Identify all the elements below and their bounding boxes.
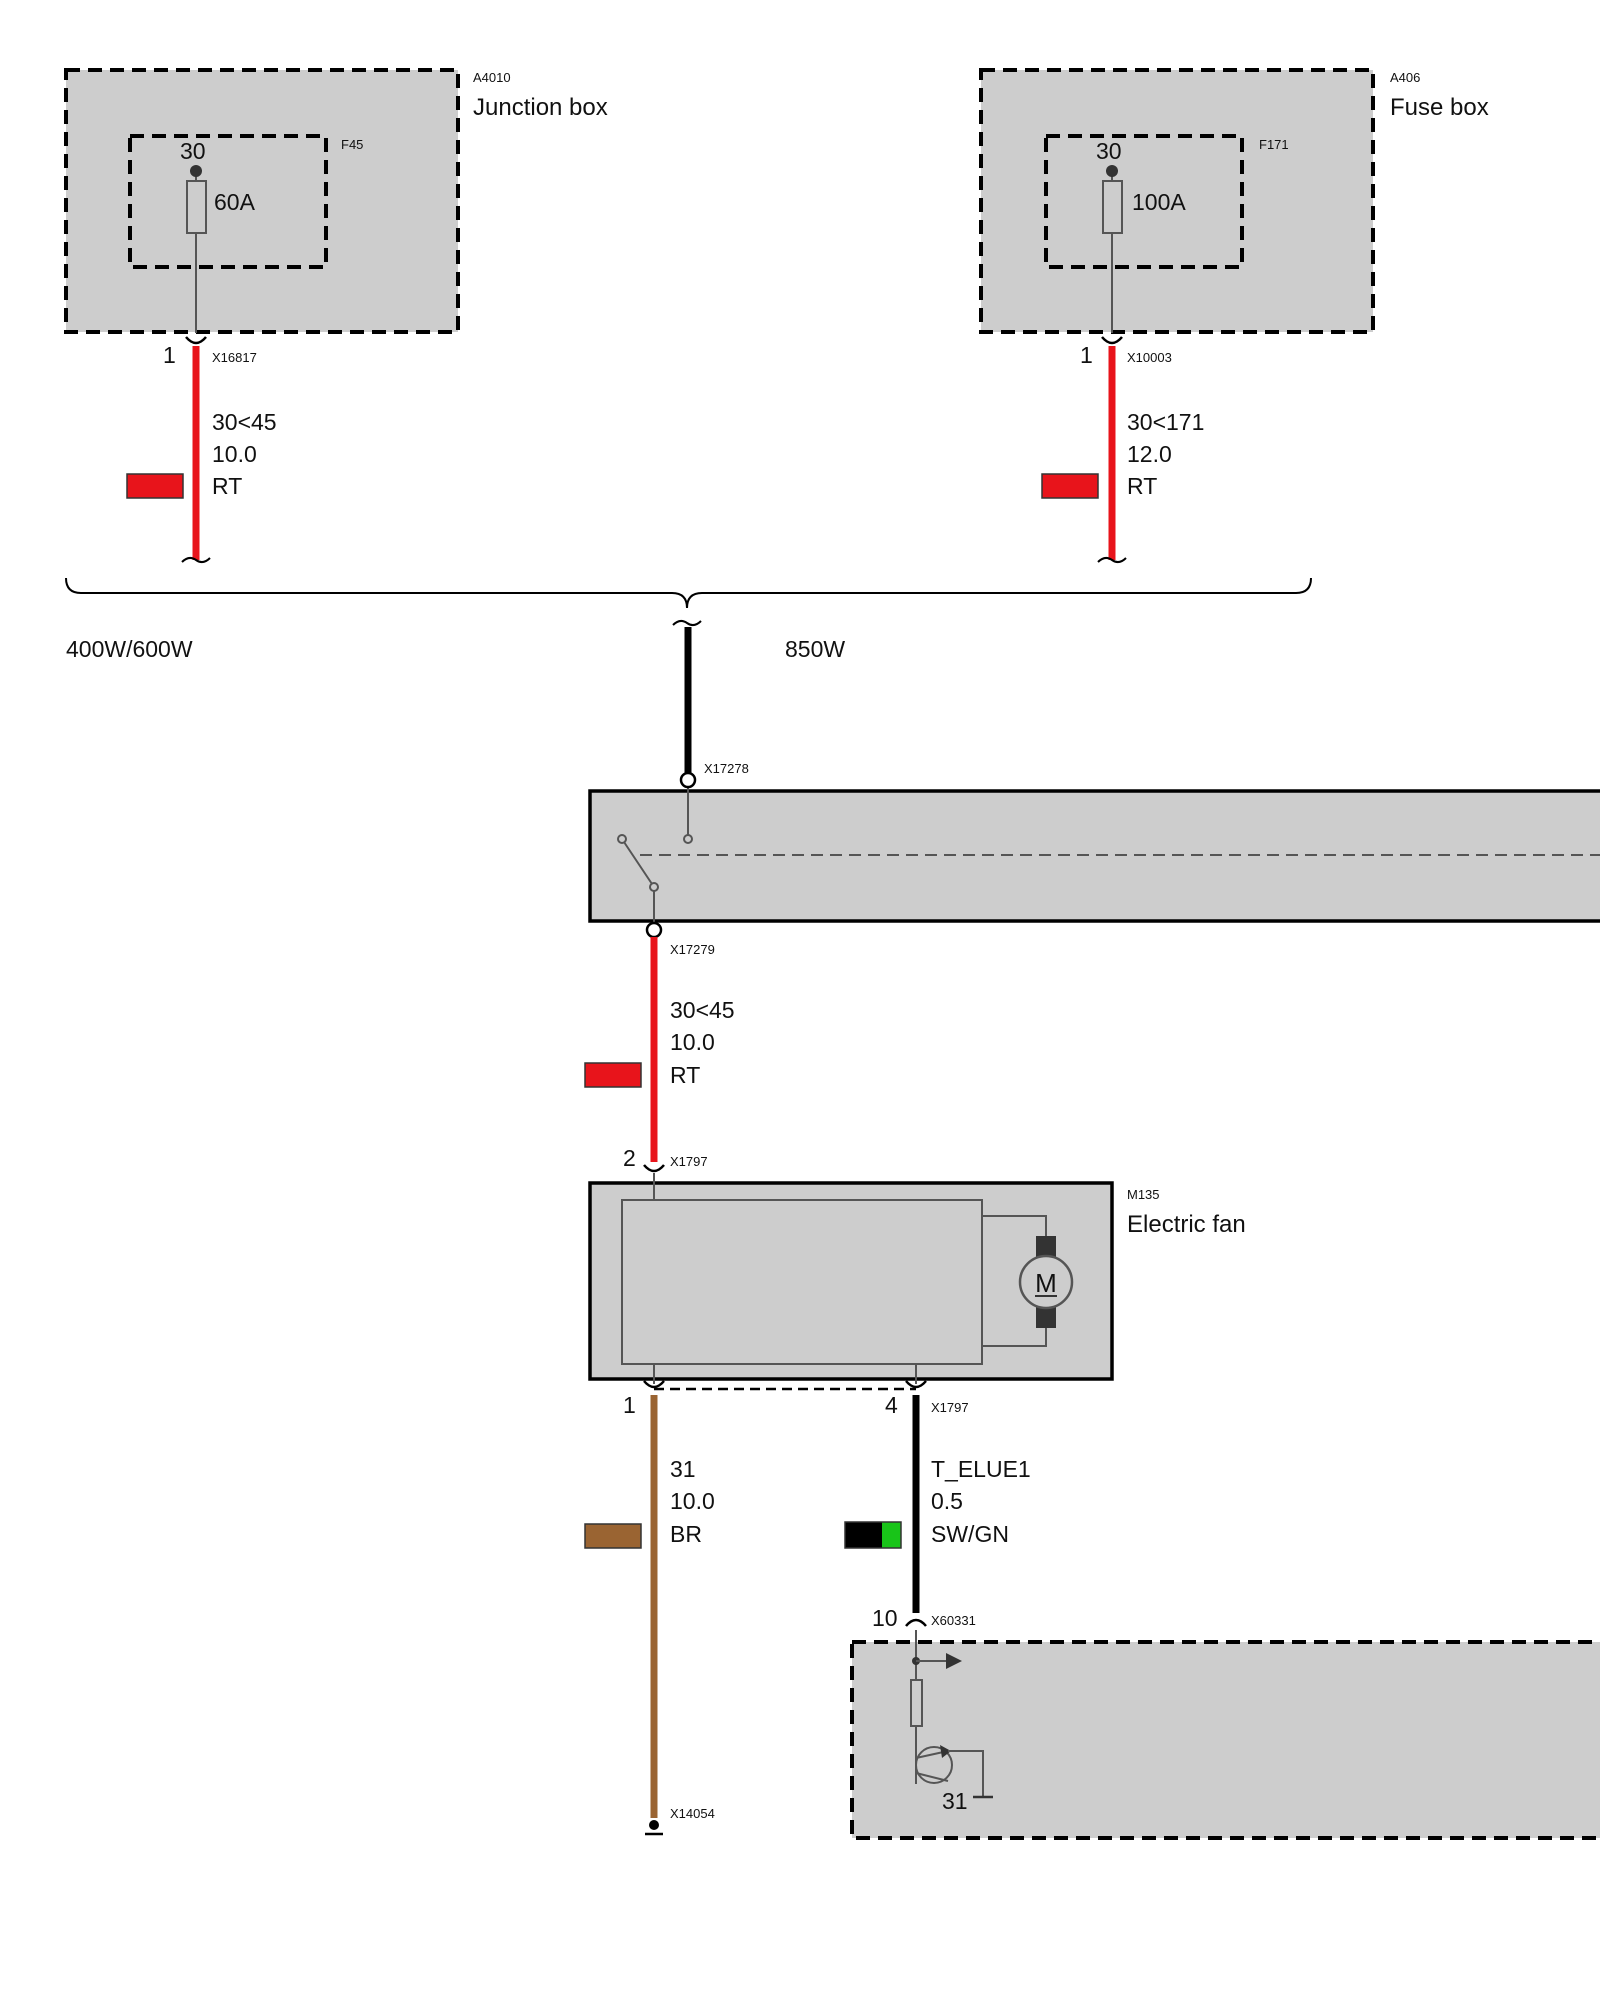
resistor-icon: [910, 1679, 923, 1727]
connector-x17278-icon: [679, 771, 697, 789]
electric-fan[interactable]: M: [588, 1173, 1114, 1384]
output-arrow-icon: [946, 1653, 962, 1669]
fuse-f171-icon: [1102, 180, 1123, 234]
wire-d-gauge: 10.0: [670, 1488, 715, 1514]
junction-box-terminal-dot: [190, 165, 202, 177]
wire-c-color-swatch: [584, 1062, 642, 1088]
relay-switch-pivot: [617, 834, 627, 844]
motor-brush-top-icon: [1036, 1236, 1056, 1258]
connector-x1797-pin1-icon: [643, 1380, 665, 1389]
fuse-f45-icon: [186, 180, 207, 234]
connector-x1797-pin4-icon: [905, 1380, 927, 1389]
transistor-arrow-icon: [940, 1745, 951, 1758]
variant-right-label: 850W: [785, 636, 845, 662]
connector-x1797-top-label: X1797: [670, 1154, 708, 1169]
connector-x14054-label: X14054: [670, 1806, 715, 1821]
wire-c-gauge: 10.0: [670, 1029, 715, 1055]
junction-box-terminal: 30: [180, 138, 206, 164]
junction-box[interactable]: [64, 68, 460, 334]
wire-e-color-swatch: [844, 1521, 902, 1549]
wire-b-color-swatch: [1041, 473, 1099, 499]
fuse-box-id: A406: [1390, 70, 1420, 85]
fuse-f171-id: F171: [1259, 137, 1289, 152]
control-unit[interactable]: [850, 1630, 1600, 1840]
control-unit-ground-label: 31: [942, 1788, 968, 1814]
fan-control-block: [621, 1199, 983, 1365]
motor-symbol: M: [1035, 1268, 1057, 1298]
fan-id: M135: [1127, 1187, 1160, 1202]
junction-box-pin: 1: [163, 342, 176, 368]
wire-b-gauge: 12.0: [1127, 441, 1172, 467]
wire-e-signal: T_ELUE1: [931, 1456, 1031, 1482]
relay-module[interactable]: [588, 787, 1600, 925]
connector-x1797-top-icon: [643, 1164, 665, 1173]
fuse-box-terminal: 30: [1096, 138, 1122, 164]
junction-box-name: Junction box: [473, 94, 608, 121]
connector-x10003-icon: [1101, 336, 1123, 345]
fan-name: Electric fan: [1127, 1211, 1246, 1238]
variant-wire-break-icon: [672, 619, 702, 627]
fuse-box-pin: 1: [1080, 342, 1093, 368]
connector-x17278-label: X17278: [704, 761, 749, 776]
wire-b-break-icon: [1097, 556, 1127, 564]
wire-a-break-icon: [181, 556, 211, 564]
wire-c-color-code: RT: [670, 1062, 700, 1088]
relay-contact-top: [683, 834, 693, 844]
connector-x17279-label: X17279: [670, 942, 715, 957]
wire-a-gauge: 10.0: [212, 441, 257, 467]
connector-x60331-icon: [905, 1618, 927, 1627]
ground-point-icon: [649, 1820, 659, 1830]
fuse-box[interactable]: [979, 68, 1375, 334]
junction-box-id: A4010: [473, 70, 511, 85]
wire-b-signal: 30<171: [1127, 409, 1204, 435]
wire-a-color-swatch: [126, 473, 184, 499]
fuse-box-name: Fuse box: [1390, 94, 1489, 121]
wire-b-color-code: RT: [1127, 473, 1157, 499]
fan-pin-top: 2: [623, 1145, 636, 1171]
ground-lead: [948, 1750, 984, 1796]
connector-x10003-label: X10003: [1127, 350, 1172, 365]
wire-a-signal: 30<45: [212, 409, 277, 435]
control-unit-pin: 10: [872, 1605, 898, 1631]
wire-e-color-code: SW/GN: [931, 1521, 1009, 1547]
wire-a-color-code: RT: [212, 473, 242, 499]
connector-x16817-label: X16817: [212, 350, 257, 365]
variant-left-label: 400W/600W: [66, 636, 193, 662]
fan-pin-bottom-left: 1: [623, 1392, 636, 1418]
fuse-box-terminal-dot: [1106, 165, 1118, 177]
connector-x60331-label: X60331: [931, 1613, 976, 1628]
wire-d-signal: 31: [670, 1456, 696, 1482]
transistor-emitter: [915, 1772, 949, 1782]
fuse-f45-rating: 60A: [214, 189, 256, 215]
fuse-f171-rating: 100A: [1132, 189, 1186, 215]
connector-x17279-icon: [645, 921, 663, 939]
motor-icon: [1018, 1254, 1074, 1310]
connector-x1797-bottom-label: X1797: [931, 1400, 969, 1415]
wire-c-signal: 30<45: [670, 997, 735, 1023]
fan-pin-bottom-right: 4: [885, 1392, 898, 1418]
wire-d-color-code: BR: [670, 1521, 702, 1547]
motor-lead-top: [982, 1215, 1047, 1237]
relay-contact-bottom: [649, 882, 659, 892]
wire-e-gauge: 0.5: [931, 1488, 963, 1514]
variant-brace: [65, 577, 1312, 609]
motor-lead-bottom: [982, 1325, 1047, 1347]
fuse-f45-id: F45: [341, 137, 363, 152]
motor-brush-bottom-icon: [1036, 1306, 1056, 1328]
wire-d-color-swatch: [584, 1523, 642, 1549]
relay-switch-arm-icon: [623, 841, 653, 885]
connector-x16817-icon: [185, 336, 207, 345]
